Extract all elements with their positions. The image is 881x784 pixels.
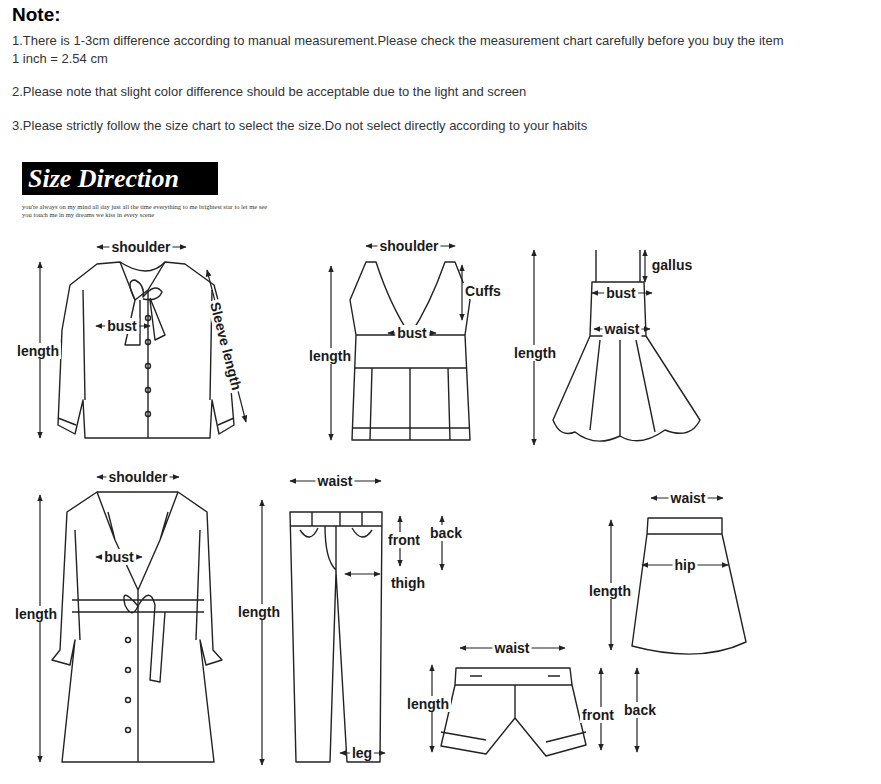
button bbox=[146, 412, 151, 417]
dimension-label: bust bbox=[604, 285, 638, 301]
dimension-label: hip bbox=[673, 557, 698, 573]
dimension-label: back bbox=[428, 525, 464, 541]
tank-outline bbox=[350, 262, 470, 440]
shirt-outline bbox=[58, 262, 234, 438]
dimension-label: waist bbox=[668, 490, 707, 506]
thigh-dimension bbox=[345, 573, 380, 574]
button bbox=[146, 316, 151, 321]
banner-band: Size Direction bbox=[22, 162, 218, 195]
dimension-label: length bbox=[236, 604, 282, 620]
coat-buttons bbox=[126, 638, 131, 733]
dimension-label: shoulder bbox=[377, 238, 440, 254]
coat-lapels bbox=[75, 492, 200, 762]
dimension-label: Sleeve length bbox=[207, 298, 246, 393]
dimension-label: shoulder bbox=[109, 239, 172, 255]
pants-details bbox=[290, 512, 382, 572]
note-text: 1 inch = 2.54 cm bbox=[12, 51, 108, 66]
button bbox=[126, 668, 131, 673]
button bbox=[126, 728, 131, 733]
length-dimension bbox=[261, 500, 262, 765]
dimension-label: length bbox=[405, 696, 451, 712]
coat-outline bbox=[52, 492, 222, 762]
banner-text: Size Direction bbox=[28, 164, 179, 194]
button bbox=[126, 638, 131, 643]
dimension-label: front bbox=[386, 532, 422, 548]
pants-outline bbox=[290, 512, 382, 762]
dimension-label: bust bbox=[105, 318, 139, 334]
shirt-seams bbox=[58, 262, 234, 438]
coat-belt bbox=[72, 595, 204, 682]
dimension-label: waist bbox=[315, 473, 354, 489]
dimension-label: back bbox=[622, 702, 658, 718]
dimension-label: length bbox=[512, 345, 558, 361]
button bbox=[146, 388, 151, 393]
dimension-label: waist bbox=[492, 640, 531, 656]
dimension-label: length bbox=[587, 583, 633, 599]
dimension-label: front bbox=[580, 707, 616, 723]
dimension-label: bust bbox=[102, 549, 136, 565]
dimension-label: length bbox=[13, 606, 59, 622]
shirt-buttons bbox=[146, 316, 151, 417]
skirt-outline bbox=[632, 518, 746, 654]
dimension-label: waist bbox=[602, 321, 641, 337]
dimension-label: thigh bbox=[389, 575, 427, 591]
dimension-label: leg bbox=[350, 745, 374, 761]
button bbox=[126, 698, 131, 703]
note-text: 1.There is 1-3cm difference according to… bbox=[12, 33, 783, 48]
shirt-bow bbox=[125, 280, 165, 345]
banner-subtext: you're always on my mind all day just al… bbox=[22, 203, 277, 219]
sleeve-dimension bbox=[207, 270, 246, 422]
button bbox=[146, 340, 151, 345]
dress-outline bbox=[553, 282, 700, 441]
dress-straps bbox=[596, 250, 640, 282]
dimension-label: bust bbox=[395, 325, 429, 341]
dimension-label: length bbox=[15, 343, 61, 359]
button bbox=[146, 364, 151, 369]
note-text: 2.Please note that slight color differen… bbox=[12, 84, 526, 99]
dimension-label: gallus bbox=[650, 257, 694, 273]
dimension-label: shoulder bbox=[106, 469, 169, 485]
shorts-outline bbox=[441, 668, 586, 756]
dimension-label: Cuffs bbox=[463, 283, 503, 299]
note-text: 3.Please strictly follow the size chart … bbox=[12, 118, 587, 133]
page-title: Note: bbox=[12, 4, 61, 26]
length-dimension bbox=[39, 495, 40, 762]
dimension-label: length bbox=[307, 348, 353, 364]
tank-band bbox=[352, 335, 470, 440]
gallus-dimension bbox=[644, 250, 645, 282]
